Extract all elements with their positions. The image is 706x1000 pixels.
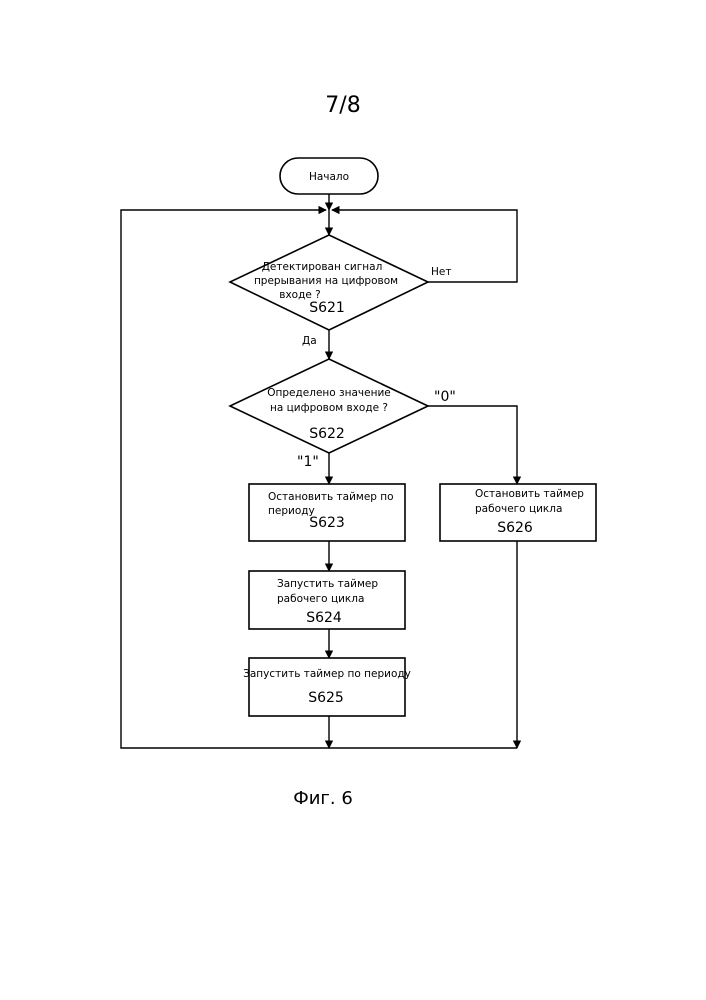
s621-line-2: прерывания на цифровом bbox=[254, 275, 398, 287]
connector-s622-to-s626 bbox=[428, 406, 517, 484]
s623-line-2: периоду bbox=[268, 505, 315, 517]
s623-code: S623 bbox=[309, 515, 345, 531]
s624-code: S624 bbox=[306, 610, 342, 626]
s626-line-1: Остановить таймер bbox=[475, 488, 584, 500]
start-label: Начало bbox=[309, 171, 349, 183]
s621-code: S621 bbox=[309, 300, 345, 316]
s626-code: S626 bbox=[497, 520, 533, 536]
s623-line-1: Остановить таймер по bbox=[268, 491, 394, 503]
s622-line-2: на цифровом входе ? bbox=[270, 402, 388, 414]
s626-line-2: рабочего цикла bbox=[475, 503, 562, 515]
s624-line-1: Запустить таймер bbox=[277, 578, 378, 590]
process-s625 bbox=[249, 658, 405, 716]
s622-line-1: Определено значение bbox=[267, 387, 390, 399]
s622-code: S622 bbox=[309, 426, 345, 442]
s622-zero-label: "0" bbox=[434, 389, 456, 405]
s621-line-1: Детектирован сигнал bbox=[262, 261, 383, 273]
s621-no-label: Нет bbox=[431, 266, 451, 278]
s624-line-2: рабочего цикла bbox=[277, 593, 364, 605]
s625-code: S625 bbox=[308, 690, 344, 706]
s622-one-label: "1" bbox=[297, 454, 319, 470]
s625-line-1: Запустить таймер по периоду bbox=[243, 668, 411, 680]
s621-yes-label: Да bbox=[302, 335, 317, 347]
figure-caption: Фиг. 6 bbox=[0, 788, 646, 809]
